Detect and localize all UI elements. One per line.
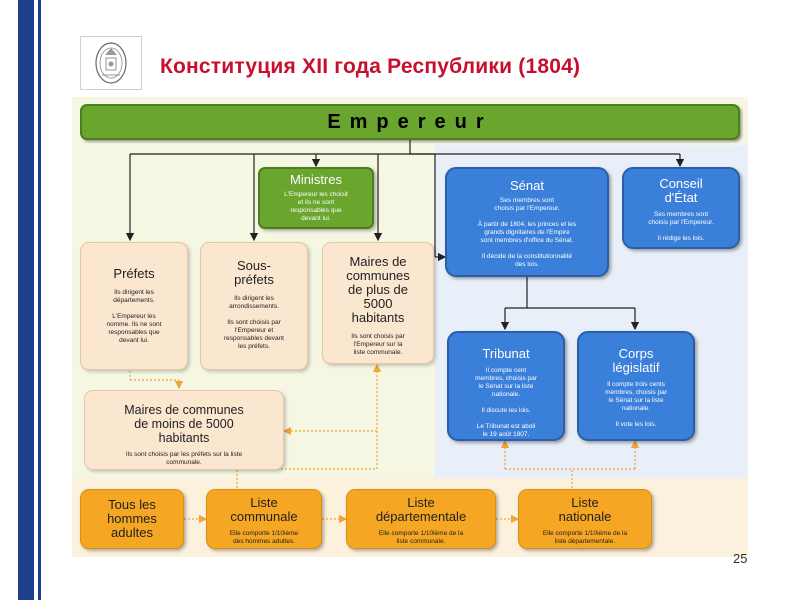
prefets-title: Préfets: [113, 266, 155, 281]
sous-prefets-title: Sous- préfets: [234, 258, 274, 287]
tous-title: Tous les hommes adultes: [107, 497, 157, 540]
conseil-text: Ses membres sont choisis par l'Empereur.…: [648, 211, 714, 242]
tribunat-text: Il compte cent membres, choisis par le S…: [475, 367, 537, 438]
authority-arrows: [125, 140, 685, 331]
ministres-text: L'Empereur les choisit et ils ne sont re…: [284, 191, 348, 222]
accent-line: [38, 0, 41, 600]
tribunat-title: Tribunat: [482, 346, 530, 361]
seal-logo: [80, 36, 142, 90]
corps-title: Corps législatif: [612, 346, 660, 375]
conseil-title: Conseil d'État: [659, 176, 703, 205]
tous-box: Tous les hommes adultes: [80, 489, 184, 549]
maires-moins-box: Maires de communes de moins de 5000 habi…: [84, 390, 284, 470]
liste-nationale-text: Elle comporte 1/10ième de la liste dépar…: [542, 530, 628, 545]
slide-title: Конституция XII года Республики (1804): [160, 55, 581, 78]
maires-plus-box: Maires de communes de plus de 5000 habit…: [322, 242, 434, 364]
senat-box: Sénat Ses membres sont choisis par l'Emp…: [445, 167, 609, 277]
liste-communale-box: Liste communale Elle comporte 1/10ième d…: [206, 489, 322, 549]
maires-moins-text: Ils sont choisis par les préfets sur la …: [125, 451, 243, 466]
page-number: 25: [733, 551, 748, 566]
liste-departementale-text: Elle comporte 1/10ième de la liste commu…: [378, 530, 464, 545]
maires-plus-text: Ils sont choisis par l'Empereur sur la l…: [351, 333, 405, 356]
liste-communale-text: Elle comporte 1/10ième des hommes adulte…: [229, 530, 299, 545]
maires-plus-title: Maires de communes de plus de 5000 habit…: [346, 254, 410, 325]
liste-nationale-title: Liste nationale: [558, 495, 612, 524]
ministres-title: Ministres: [289, 172, 342, 187]
ministres-box: Ministres L'Empereur les choisit et ils …: [258, 167, 374, 229]
sous-prefets-text: Ils dirigent les arrondissements. Ils so…: [224, 295, 284, 350]
emperor-box: Empereur: [80, 104, 740, 140]
diagram-connectors: [125, 140, 685, 524]
constitution-diagram: Empereur Ministres L'Empereur les choisi…: [72, 97, 748, 557]
senat-title: Sénat: [510, 178, 544, 193]
sous-prefets-box: Sous- préfets Ils dirigent les arrondiss…: [200, 242, 308, 370]
maires-moins-title: Maires de communes de moins de 5000 habi…: [124, 403, 244, 445]
list-arrows: [129, 363, 640, 524]
liste-departementale-title: Liste départementale: [375, 495, 467, 524]
liste-departementale-box: Liste départementale Elle comporte 1/10i…: [346, 489, 496, 549]
senat-text: Ses membres sont choisis par l'Empereur.…: [477, 197, 577, 268]
corps-box: Corps législatif Il compte trois cents m…: [577, 331, 695, 441]
prefets-box: Préfets Ils dirigent les départements. L…: [80, 242, 188, 370]
liste-communale-title: Liste communale: [230, 495, 298, 524]
prefets-text: Ils dirigent les départements. L'Empereu…: [106, 289, 162, 344]
accent-bar: [18, 0, 34, 600]
tribunat-box: Tribunat Il compte cent membres, choisis…: [447, 331, 565, 441]
conseil-box: Conseil d'État Ses membres sont choisis …: [622, 167, 740, 249]
liste-nationale-box: Liste nationale Elle comporte 1/10ième d…: [518, 489, 652, 549]
emperor-label: Empereur: [327, 111, 493, 133]
corps-text: Il compte trois cents membres, choisis p…: [605, 381, 667, 428]
